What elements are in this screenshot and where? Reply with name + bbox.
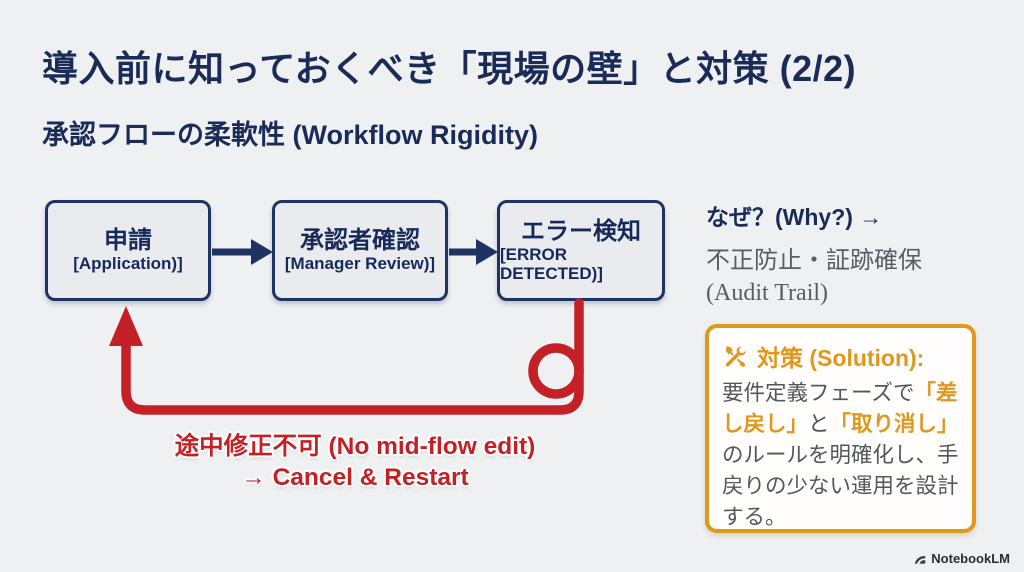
solution-body-highlight: 「差し戻し」 (722, 381, 958, 436)
flow-step-label: 承認者確認 (300, 226, 420, 254)
brand-footer: NotebookLM (913, 551, 1010, 566)
flow-step-sublabel: [Application)] (73, 254, 183, 274)
notebooklm-logo-icon (915, 555, 926, 564)
solution-body: 要件定義フェーズで「差し戻し」と「取り消し」のルールを明確化し、手戻りの少ない運… (722, 378, 959, 533)
arrow-right-icon (449, 239, 498, 265)
why-block: なぜ？(Why?) → 不正防止・証跡確保 (Audit Trail) (706, 198, 1006, 307)
solution-body-segment: と (808, 412, 830, 436)
arrow-right-icon (212, 239, 273, 265)
solution-header: 対策 (Solution): (722, 339, 959, 373)
slide-title: 導入前に知っておくべき「現場の壁」と対策 (2/2) (42, 48, 857, 89)
flow-step-application: 申請 [Application)] (45, 200, 211, 301)
why-line1: 不正防止・証跡確保 (706, 247, 922, 274)
why-line2: (Audit Trail) (706, 280, 829, 306)
solution-body-segment: 要件定義フェーズで (722, 381, 915, 405)
flow-step-sublabel: [ERROR DETECTED)] (500, 245, 603, 283)
flow-step-label: エラー検知 (521, 217, 641, 245)
solution-body-segment: のルールを明確化し、手戻りの少ない運用を設計する。 (722, 443, 959, 529)
slide-subtitle: 承認フローの柔軟性 (Workflow Rigidity) (42, 120, 538, 150)
loop-caption: 途中修正不可 (No mid-flow edit) → Cancel & Res… (45, 431, 665, 493)
brand-label: NotebookLM (931, 551, 1010, 566)
flow-step-manager-review: 承認者確認 [Manager Review)] (272, 200, 448, 301)
loop-back-arrow (109, 298, 584, 415)
flow-step-error-detected: エラー検知 [ERROR DETECTED)] (497, 200, 665, 301)
loop-caption-line1: 途中修正不可 (No mid-flow edit) (174, 433, 536, 460)
crossed-tools-icon (724, 344, 748, 368)
solution-heading: 対策 (Solution): (757, 345, 925, 371)
why-heading: なぜ？(Why?) → (706, 204, 883, 230)
flow-step-sublabel: [Manager Review)] (284, 254, 436, 274)
loop-caption-line2: → Cancel & Restart (241, 464, 469, 491)
solution-body-highlight: 「取り消し」 (829, 412, 959, 436)
solution-box: 対策 (Solution): 要件定義フェーズで「差し戻し」と「取り消し」のルー… (705, 324, 976, 533)
flow-step-label: 申請 (104, 226, 152, 254)
